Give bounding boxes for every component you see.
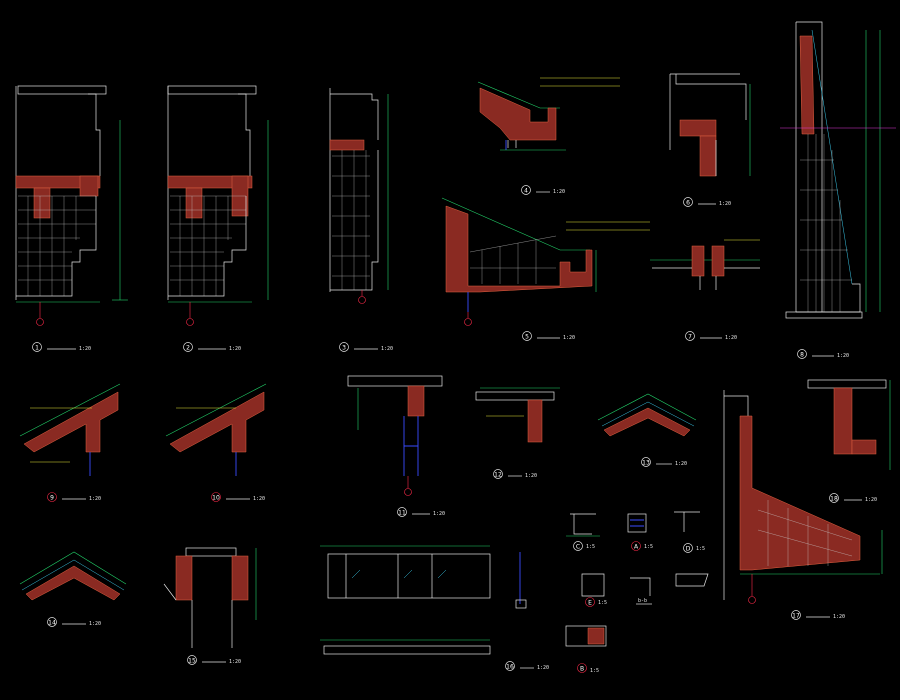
detail-7-scale: 1:20 (725, 335, 737, 341)
detail-1-number-bubble (32, 342, 42, 352)
detail-e-scale: 1:5 (598, 600, 607, 606)
detail-9-scale: 1:20 (89, 496, 101, 502)
detail-12-scale: 1:20 (525, 473, 537, 479)
detail-3: 3 1:20 (329, 88, 393, 352)
detail-10-scale: 1:20 (253, 496, 265, 502)
detail-e-number: E (588, 600, 592, 607)
detail-c-scale: 1:5 (586, 544, 595, 550)
detail-13: 13 1:20 (597, 393, 697, 467)
detail-6: 6 1:20 (669, 73, 751, 207)
detail-4: 4 1:20 (477, 77, 620, 195)
detail-10-number: 10 (212, 495, 220, 502)
detail-14-number-bubble (47, 617, 57, 627)
detail-8: 8 1:20 (780, 21, 896, 359)
detail-7-number: 7 (688, 334, 692, 341)
detail-15-number-bubble (187, 655, 197, 665)
detail-16-number-bubble (505, 661, 515, 671)
detail-3-number-bubble (339, 342, 349, 352)
detail-7: 7 1:20 (650, 239, 760, 341)
detail-d-scale: 1:5 (696, 546, 705, 552)
detail-8-scale: 1:20 (837, 353, 849, 359)
detail-2-number-bubble (183, 342, 193, 352)
detail-11-number: 11 (398, 510, 406, 517)
detail-4-number-bubble (521, 185, 531, 195)
detail-18-number-bubble (829, 493, 839, 503)
detail-5-number: 5 (525, 334, 529, 341)
detail-d-number: D (686, 546, 691, 553)
detail-c-number: C (576, 544, 580, 551)
detail-18-number: 18 (830, 496, 838, 503)
detail-a-number: A (634, 544, 639, 551)
detail-b-number: B (580, 666, 584, 673)
detail-10-number-bubble (211, 492, 221, 502)
detail-3-number: 3 (342, 345, 346, 352)
detail-4-number: 4 (524, 188, 528, 195)
detail-12-number: 12 (494, 472, 502, 479)
detail-d-number-bubble (683, 543, 693, 553)
section-mark-bb: b-b (638, 598, 647, 604)
detail-1-number: 1 (35, 345, 39, 352)
detail-13-number: 13 (642, 460, 650, 467)
detail-6-scale: 1:20 (719, 201, 731, 207)
detail-9: 9 1:20 (19, 383, 121, 502)
detail-16: 16 1:20 (320, 545, 549, 671)
detail-15: 15 1:20 (163, 547, 257, 665)
detail-6-number: 6 (686, 200, 690, 207)
detail-16-scale: 1:20 (537, 665, 549, 671)
detail-18: 18 1:20 (807, 379, 891, 503)
detail-16-number: 16 (506, 664, 514, 671)
detail-1-scale: 1:20 (79, 346, 91, 352)
detail-11: 11 1:20 (347, 375, 445, 517)
detail-11-scale: 1:20 (433, 511, 445, 517)
detail-6-number-bubble (683, 197, 693, 207)
detail-8-number-bubble (797, 349, 807, 359)
detail-1: 1 1:20 (15, 85, 128, 352)
detail-b-number-bubble (577, 663, 587, 673)
detail-17-number-bubble (791, 610, 801, 620)
detail-e-number-bubble (585, 597, 595, 607)
detail-15-number: 15 (188, 658, 196, 665)
detail-9-number: 9 (50, 495, 54, 502)
detail-14-scale: 1:20 (89, 621, 101, 627)
detail-8-number: 8 (800, 352, 804, 359)
detail-12-number-bubble (493, 469, 503, 479)
detail-b-scale: 1:5 (590, 668, 599, 674)
detail-5-scale: 1:20 (563, 335, 575, 341)
detail-13-number-bubble (641, 457, 651, 467)
detail-9-number-bubble (47, 492, 57, 502)
detail-17-scale: 1:20 (833, 614, 845, 620)
detail-14: 14 1:20 (19, 551, 127, 627)
detail-5: 5 1:20 (441, 197, 650, 341)
detail-12: 12 1:20 (475, 387, 560, 479)
detail-2-scale: 1:20 (229, 346, 241, 352)
detail-14-number: 14 (48, 620, 56, 627)
detail-17: 17 1:20 (723, 390, 883, 620)
detail-17-number: 17 (792, 613, 800, 620)
detail-a-scale: 1:5 (644, 544, 653, 550)
detail-18-scale: 1:20 (865, 497, 877, 503)
detail-13-scale: 1:20 (675, 461, 687, 467)
detail-small-set: C 1:5 A 1:5 D 1:5 E 1:5 b-b B 1:5 (565, 511, 709, 674)
detail-4-scale: 1:20 (553, 189, 565, 195)
detail-3-scale: 1:20 (381, 346, 393, 352)
detail-2: 2 1:20 (167, 85, 269, 352)
detail-c-number-bubble (573, 541, 583, 551)
detail-a-number-bubble (631, 541, 641, 551)
detail-2-number: 2 (186, 345, 190, 352)
detail-7-number-bubble (685, 331, 695, 341)
detail-15-scale: 1:20 (229, 659, 241, 665)
detail-11-number-bubble (397, 507, 407, 517)
detail-10: 10 1:20 (165, 383, 267, 502)
detail-5-number-bubble (522, 331, 532, 341)
